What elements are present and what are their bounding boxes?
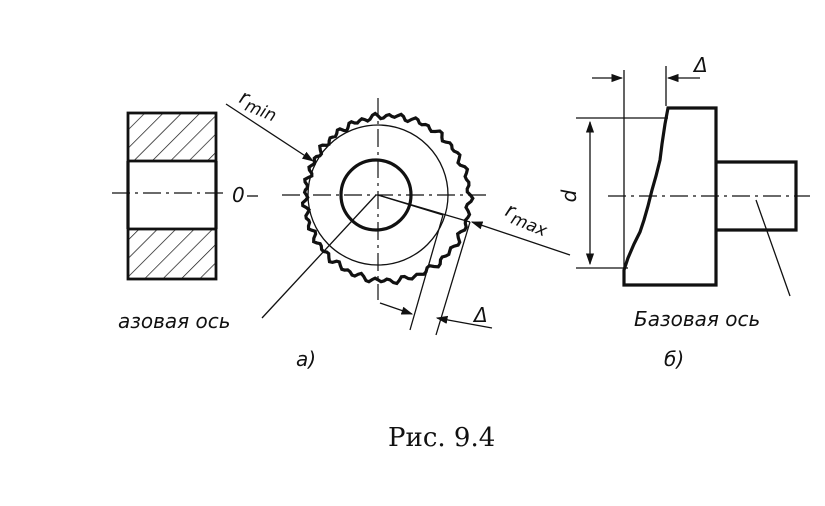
base-axis-leader-b	[755, 199, 791, 297]
shaft-flange-profile	[622, 106, 718, 287]
figure-caption: Рис. 9.4	[388, 423, 495, 453]
rmax-label: rmax	[500, 197, 554, 241]
subfigure-b-label: б)	[664, 347, 684, 371]
inner-hole	[339, 158, 413, 232]
delta-a-label: Δ	[472, 303, 488, 327]
rmax-leader	[470, 221, 571, 256]
base-axis-label-a: азовая ось	[118, 309, 231, 333]
rmin-radius-line	[377, 194, 444, 216]
delta-dim-right	[435, 315, 493, 329]
wavy-outer-contour	[300, 111, 475, 286]
rmin-leader	[225, 103, 314, 162]
delta-b-label: Δ	[692, 53, 708, 77]
base-axis-label-b: Базовая ось	[634, 307, 760, 331]
delta-extension-outer	[435, 221, 471, 336]
rmin-label: rmin	[234, 84, 282, 126]
part-a: 0 rmin rmax Δ азовая ось	[112, 84, 571, 371]
delta-dim-left	[379, 302, 414, 315]
base-axis-leader-a	[261, 194, 377, 319]
bushing-section	[112, 111, 228, 281]
delta-extension-inner	[409, 214, 444, 331]
dim-d-label: d	[557, 189, 581, 202]
axis-o-label: 0	[232, 183, 245, 207]
part-b: d Δ Базовая ось б)	[557, 53, 810, 371]
subfigure-a-label: а)	[296, 347, 316, 371]
